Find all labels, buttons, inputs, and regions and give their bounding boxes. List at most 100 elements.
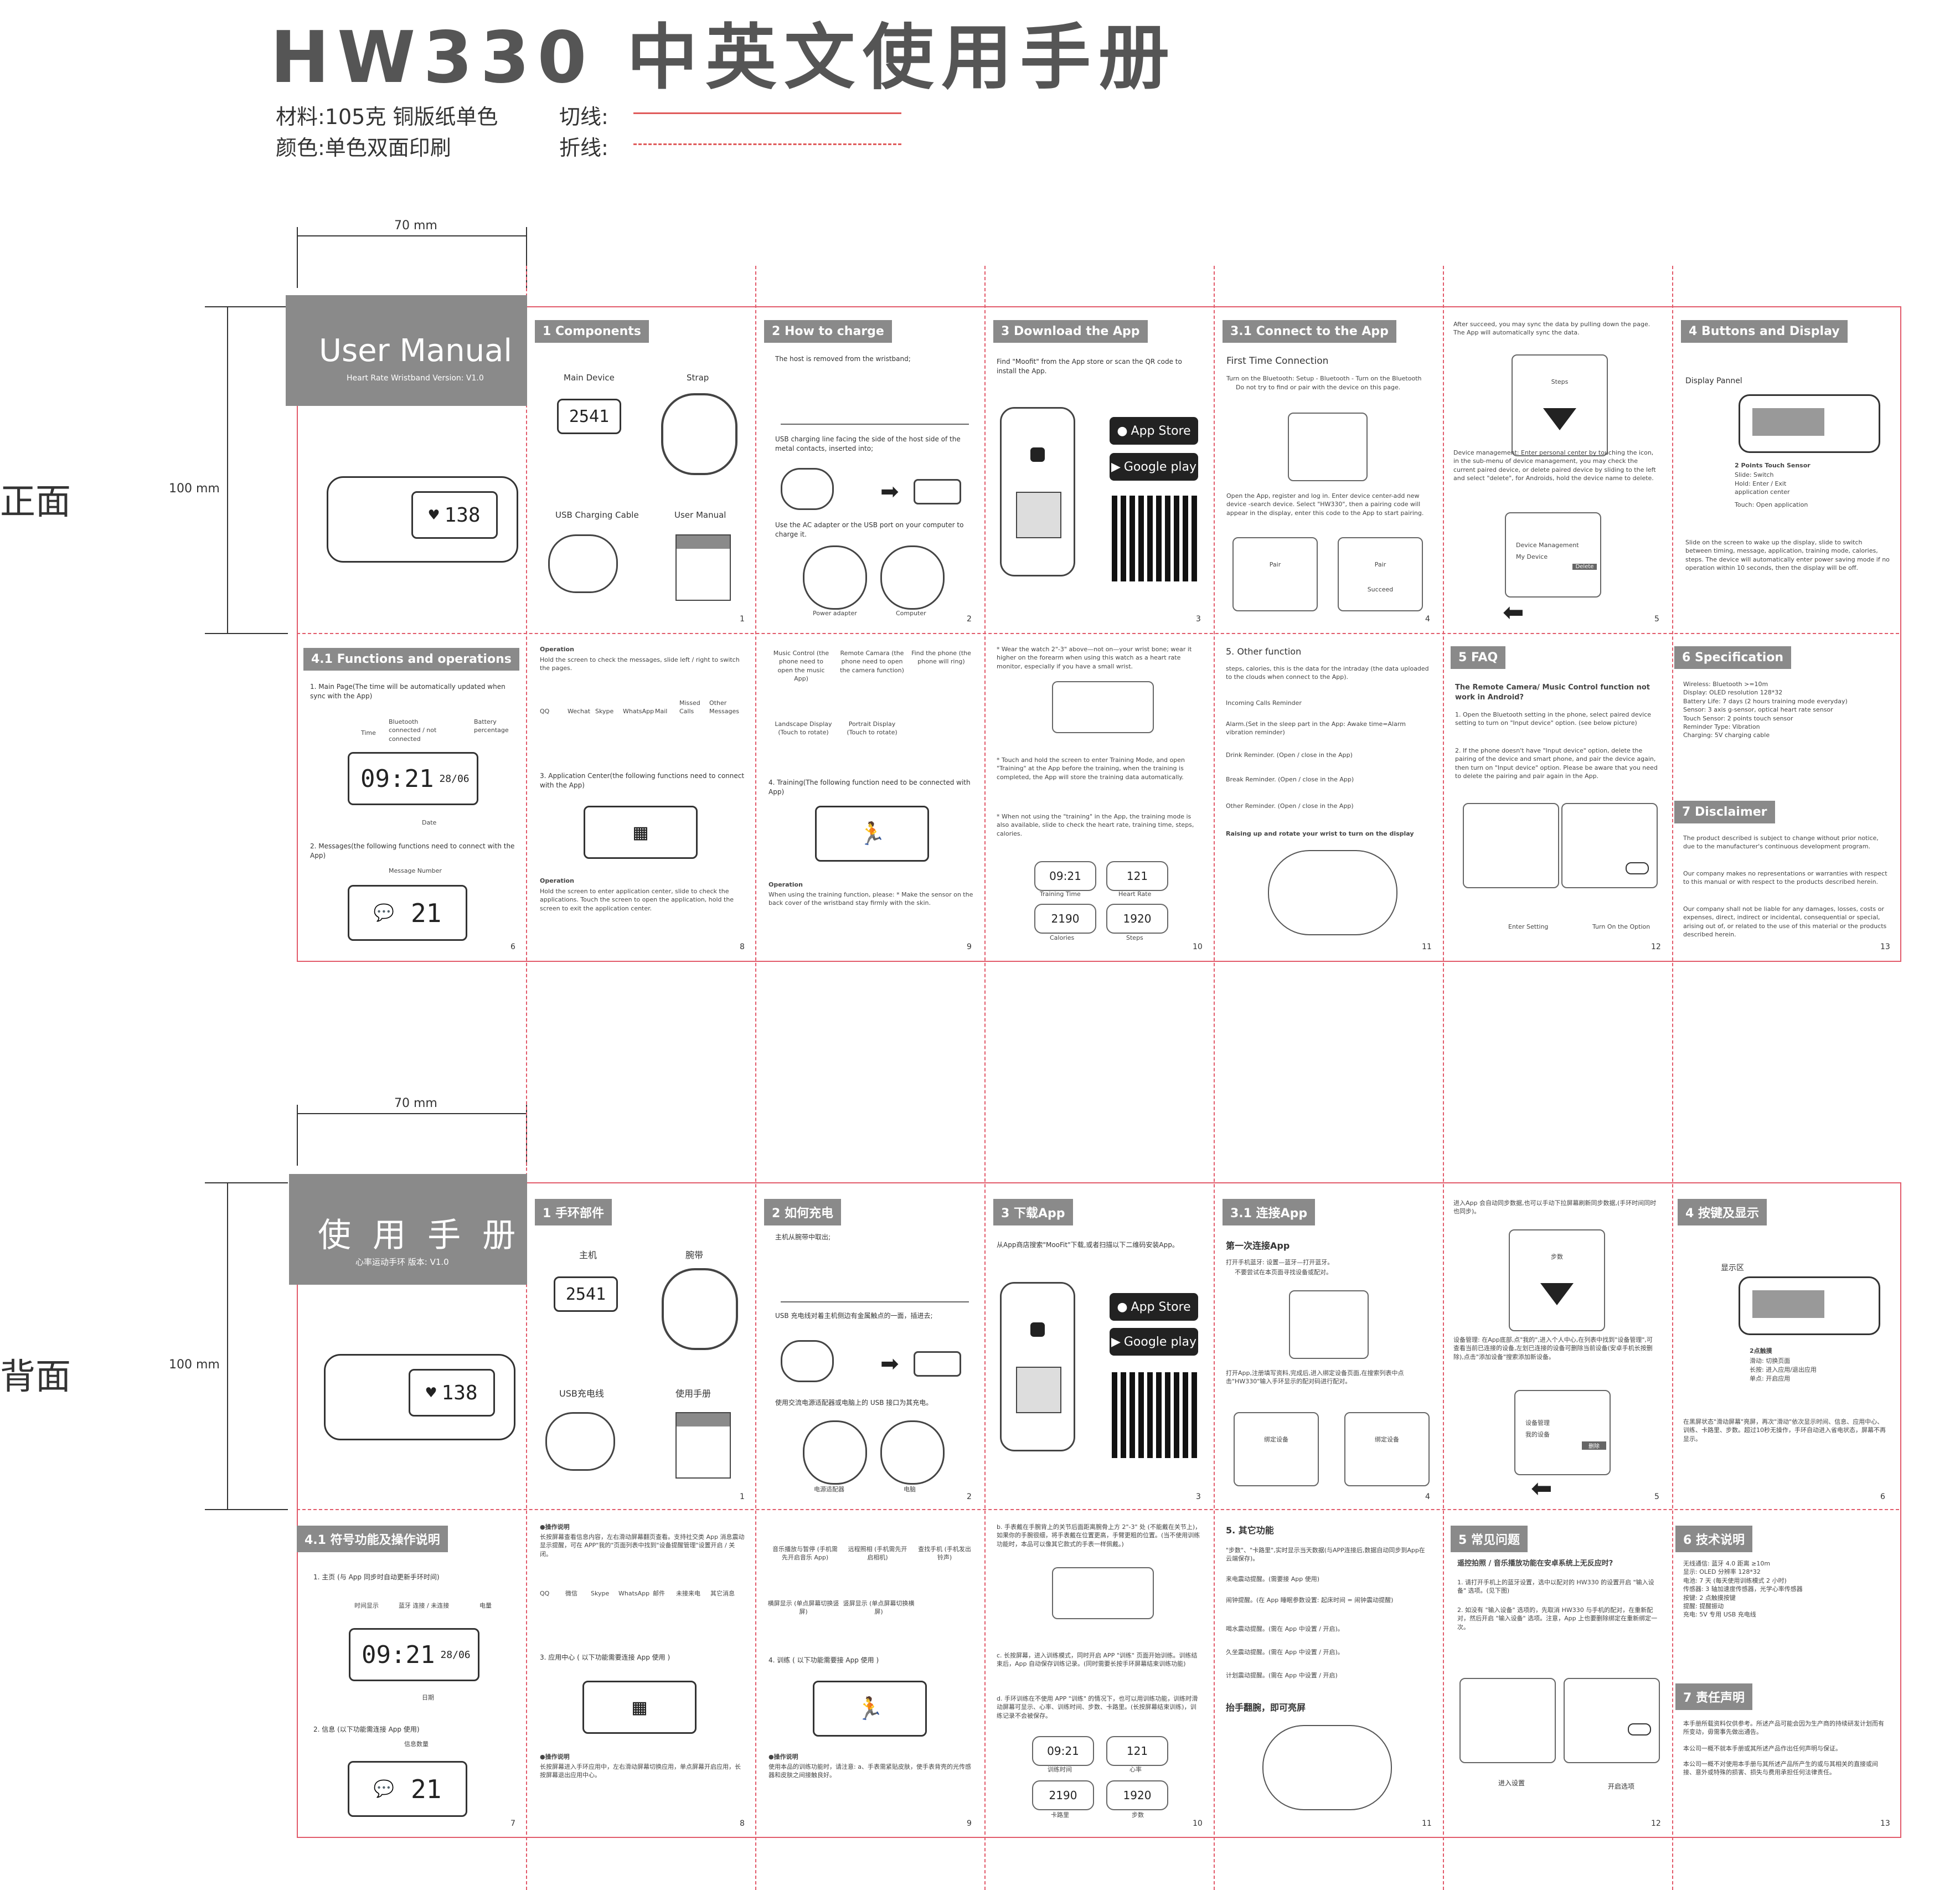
front-sheet	[297, 306, 1901, 962]
faq-question: The Remote Camera/ Music Control functio…	[1455, 683, 1650, 702]
phone-screen-card	[1016, 1367, 1061, 1413]
wear-instruction: * Wear the watch 2"-3" above—not on—your…	[997, 646, 1192, 670]
display-panel-area	[1752, 408, 1824, 436]
component-main-device: Main Device	[564, 373, 615, 383]
page-number: 3	[1196, 1492, 1201, 1501]
back-fold-horizontal	[297, 1509, 1899, 1510]
display-panel-label: 显示区	[1721, 1264, 1744, 1273]
messages-heading: 2. Messages(the following functions need…	[310, 842, 515, 860]
app-center-heading: 3. Application Center(the following func…	[540, 772, 745, 790]
steps-tile: 1920	[1106, 904, 1168, 934]
input-device-screen	[1564, 1678, 1660, 1763]
sensor-line: 单点: 开启应用	[1750, 1375, 1791, 1382]
wear-position-illustration	[1052, 681, 1154, 733]
phone-illustration	[1000, 407, 1075, 576]
swipe-left-arrow-icon: ⬅	[1531, 1473, 1552, 1503]
other-function-heading: 5. Other function	[1226, 646, 1302, 657]
google-play-badge[interactable]: ▶Google play	[1110, 453, 1198, 481]
other-func-line: Incoming Calls Reminder	[1226, 699, 1302, 707]
chat-bubble-icon: 💬	[373, 1779, 394, 1799]
time-label: 时间显示	[354, 1602, 379, 1609]
qr-code[interactable]	[1112, 1372, 1198, 1458]
fold-line	[755, 266, 756, 1890]
tile-value: 121	[1126, 869, 1148, 883]
succeed-screen: 绑定设备	[1344, 1412, 1430, 1486]
operation-label: ●操作说明	[540, 1523, 570, 1531]
raise-wrist-text: 抬手翻腕，即可亮屏	[1226, 1702, 1306, 1713]
disclaimer-3: 本公司一概不对使用本手册与其所述产品所产生的或与其相关的直接或间接、意外或特殊的…	[1683, 1760, 1878, 1776]
training-screen: 🏃	[815, 806, 929, 862]
usb-cable-illustration	[545, 1412, 615, 1471]
training-heading: 4. Training(The following function need …	[768, 779, 971, 796]
tile-value: 1920	[1123, 912, 1152, 925]
turn-on-option-label: Turn On the Option	[1592, 923, 1650, 930]
input-device-toggle[interactable]	[1628, 1723, 1651, 1735]
device-management-title: Device Management	[1516, 542, 1579, 549]
qr-code[interactable]	[1112, 496, 1198, 581]
wear-position-illustration	[1052, 1567, 1154, 1619]
input-device-toggle[interactable]	[1626, 862, 1649, 874]
moofit-app-icon	[1030, 447, 1045, 462]
spec-line: Sensor: 3 axis g-sensor, optical heart r…	[1683, 706, 1833, 714]
page-number: 5	[1654, 1492, 1659, 1501]
cover-subtitle-cn: 心率运动手环 版本: V1.0	[355, 1257, 449, 1267]
front-fold-horizontal	[297, 633, 1899, 634]
main-page-heading: 1. 主页 (与 App 同步时自动更新手环时间)	[313, 1573, 440, 1581]
tab-functions-operations-cn: 4.1 符号功能及操作说明	[297, 1526, 448, 1552]
spec-line: 无线通信: 蓝牙 4.0 距离 ≥10m	[1683, 1560, 1771, 1567]
buttons-display-text: Slide on the screen to wake up the displ…	[1685, 539, 1890, 572]
dim-tick	[205, 633, 288, 634]
strap-illustration	[662, 1268, 738, 1350]
cut-line-label: 切线:	[559, 105, 608, 129]
app-store-badge[interactable]: ●App Store	[1110, 1293, 1198, 1321]
google-play-badge[interactable]: ▶Google play	[1110, 1328, 1198, 1356]
operation-label: Operation	[540, 646, 574, 653]
operation-label: ●操作说明	[768, 1753, 798, 1760]
running-icon: 🏃	[856, 1696, 884, 1722]
spec-line: 电池: 7 天 (每天使用训练模式 2 小时)	[1683, 1577, 1787, 1584]
host-illustration	[914, 479, 961, 504]
func-find-phone: Find the phone (the phone will ring)	[911, 650, 971, 666]
my-device-label: 我的设备	[1525, 1431, 1550, 1439]
play-icon: ▶	[1111, 1335, 1121, 1349]
play-icon: ▶	[1111, 460, 1121, 474]
tab-faq-cn: 5 常见问题	[1451, 1526, 1528, 1552]
color-spec: 颜色:单色双面印刷	[276, 136, 451, 160]
tile-label: Steps	[1126, 934, 1143, 941]
delete-button[interactable]: 删除	[1582, 1441, 1606, 1450]
training-time-tile: 09:21	[1032, 1736, 1094, 1766]
bluetooth-setup-screen	[1288, 413, 1368, 481]
tile-label: 训练时间	[1048, 1766, 1072, 1773]
pair-label: Pair	[1374, 561, 1386, 568]
connect-note: 不要尝试在本页面寻找设备或配对。	[1235, 1269, 1332, 1276]
pair-label: 绑定设备	[1375, 1436, 1399, 1443]
height-dimension: 100 mm	[169, 482, 220, 496]
other-func-line: 喝水震动提醒。(需在 App 中设置 / 开启)。	[1226, 1625, 1344, 1632]
buttons-device-illustration	[1739, 394, 1880, 453]
dim-line	[297, 1113, 526, 1114]
caption-computer: Computer	[896, 610, 926, 617]
disclaimer-1: The product described is subject to chan…	[1683, 835, 1879, 851]
dim-tick	[205, 1509, 288, 1510]
bluetooth-settings-screen	[1459, 1678, 1556, 1763]
page-number: 2	[967, 1492, 972, 1501]
tab-disclaimer-cn: 7 责任声明	[1675, 1683, 1752, 1710]
date-value: 28/06	[440, 1649, 471, 1661]
date-label: Date	[422, 819, 437, 826]
page-number: 6	[510, 943, 515, 951]
manual-cover-bar	[677, 535, 730, 549]
strap-illustration	[661, 393, 737, 475]
grid-icon: ▦	[633, 820, 648, 845]
device-steps-value: 2541	[565, 1284, 606, 1304]
func-find-phone: 查找手机 (手机发出铃声)	[918, 1546, 971, 1562]
func-portrait-display: 竖屏显示 (单点屏幕切换横屏)	[843, 1600, 915, 1616]
app-store-badge[interactable]: ●App Store	[1110, 417, 1198, 445]
apple-icon: ●	[1117, 1300, 1128, 1314]
connect-note: Do not try to find or pair with the devi…	[1236, 384, 1401, 391]
touch-sensor-label: 2 Points Touch Sensor	[1735, 462, 1811, 469]
spec-line: 按键: 2 点触摸按键	[1683, 1594, 1736, 1601]
calories-tile: 2190	[1034, 904, 1096, 934]
component-usb-cable: USB充电线	[559, 1388, 604, 1399]
delete-button[interactable]: Delete	[1572, 563, 1597, 570]
operation-text: When using the training function, please…	[768, 891, 973, 907]
